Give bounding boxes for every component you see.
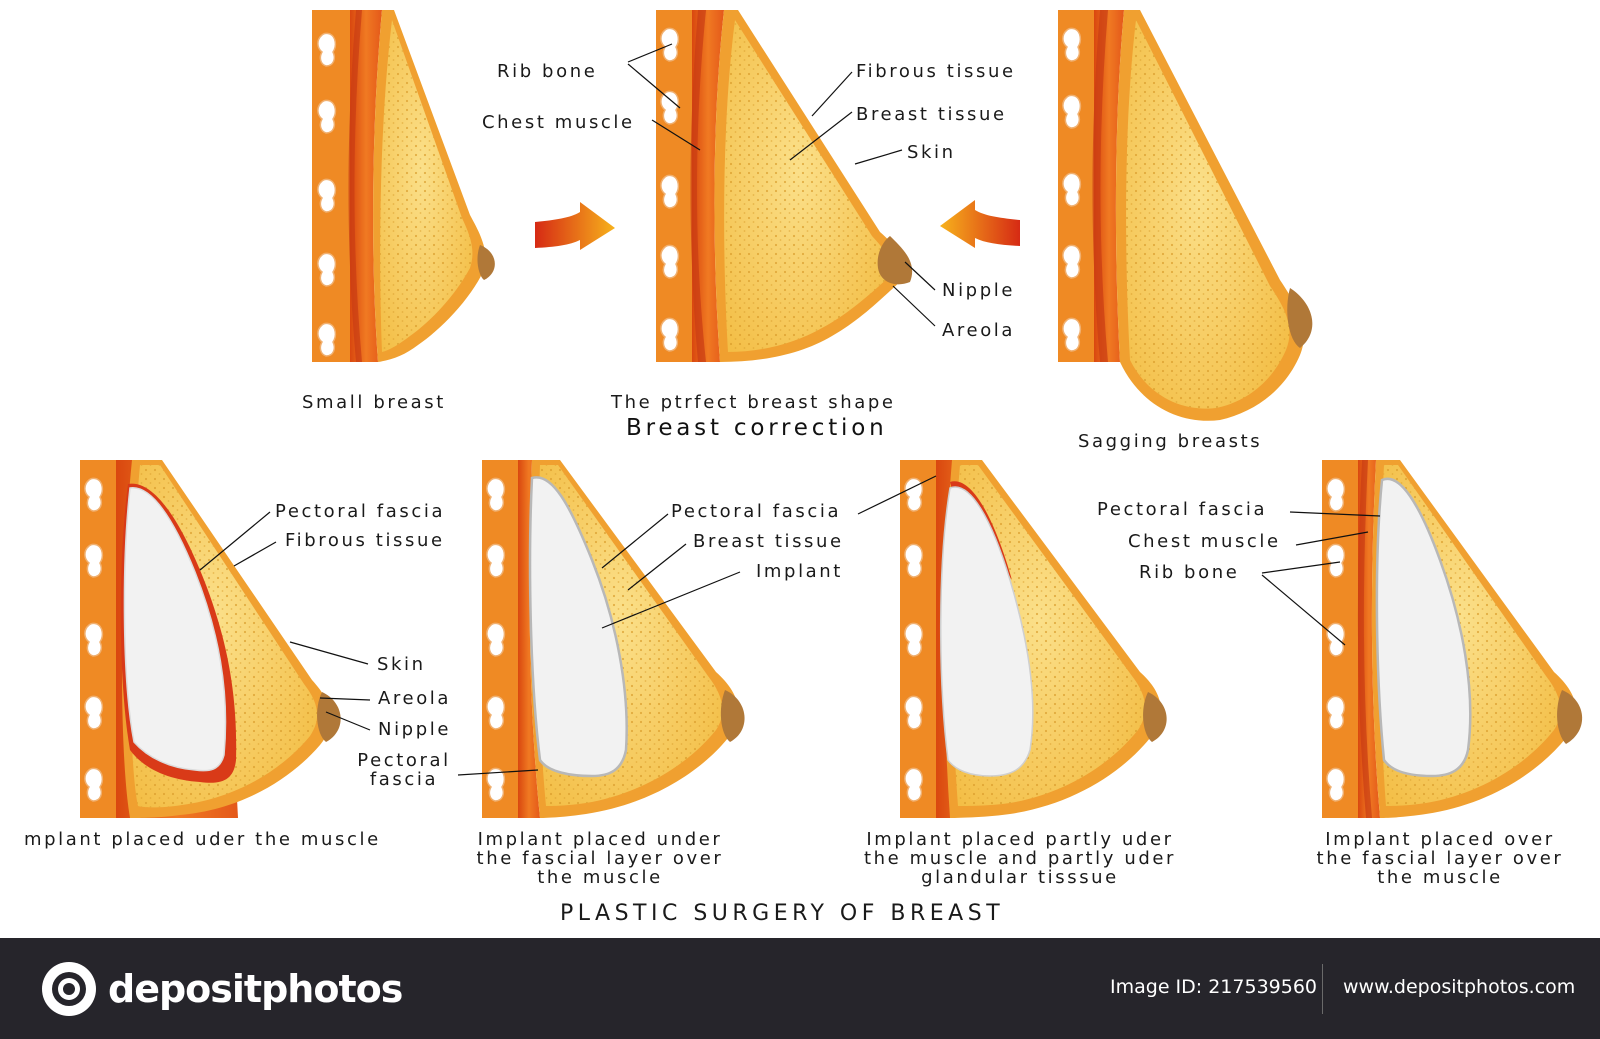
label-pectoral-fascia-1b: Pectoral fascia [357,750,451,790]
footer-bar: depositphotos Image ID: 217539560 www.de… [0,938,1600,1039]
camera-icon [42,962,96,1016]
label-chest-muscle: Chest muscle [482,112,635,133]
label-pectoral-fascia-2: Pectoral fascia [671,501,842,522]
label-areola-1: Areola [378,688,452,709]
label-implant-2: Implant [756,561,843,582]
arrow-right-icon [535,202,615,250]
label-skin-1: Skin [377,654,426,675]
label-breast-tissue-2: Breast tissue [693,531,844,552]
sagging-breast-illustration [1058,10,1313,421]
brand-logo[interactable]: depositphotos [40,960,403,1018]
site-url-link[interactable]: www.depositphotos.com [1343,976,1576,998]
breast-surgery-diagram: Rib bone Chest muscle Fibrous tissue Bre… [24,10,1583,926]
perfect-breast-illustration [656,10,913,362]
brand-name: depositphotos [108,967,403,1011]
label-areola: Areola [942,320,1016,341]
implant-over-muscle-illustration [1322,460,1583,818]
label-fibrous-tissue: Fibrous tissue [856,61,1016,82]
footer-divider [1322,964,1323,1014]
caption-panel-3: Implant placed partly uder the muscle an… [863,829,1177,888]
caption-perfect-shape: The ptrfect breast shape [611,392,896,413]
caption-small-breast: Small breast [302,392,446,413]
label-pectoral-fascia-1: Pectoral fascia [275,501,446,522]
label-rib-bone-4: Rib bone [1139,562,1240,583]
label-chest-muscle-4: Chest muscle [1128,531,1281,552]
label-pectoral-fascia-4: Pectoral fascia [1097,499,1268,520]
caption-panel-1: mplant placed uder the muscle [24,829,381,850]
label-rib-bone: Rib bone [497,61,598,82]
label-skin: Skin [907,142,956,163]
implant-under-fascia-illustration [482,460,745,818]
implant-partly-under-muscle-illustration [900,460,1167,818]
caption-panel-4: Implant placed over the fascial layer ov… [1316,829,1564,888]
section-title-plastic-surgery: PLASTIC SURGERY OF BREAST [560,901,1005,926]
arrow-left-icon [940,200,1020,248]
label-nipple: Nipple [942,280,1015,301]
section-title-breast-correction: Breast correction [626,415,888,441]
image-id: Image ID: 217539560 [1110,976,1318,998]
top-leader-lines [627,43,936,327]
label-fibrous-tissue-1: Fibrous tissue [285,530,445,551]
caption-sagging-breasts: Sagging breasts [1078,431,1263,452]
diagram-artwork [80,10,1583,818]
bottom-leader-lines [199,475,1381,776]
caption-panel-2: Implant placed under the fascial layer o… [476,829,724,888]
small-breast-illustration [312,10,495,362]
label-nipple-1: Nipple [378,719,451,740]
implant-under-muscle-illustration [80,460,341,818]
label-breast-tissue: Breast tissue [856,104,1007,125]
